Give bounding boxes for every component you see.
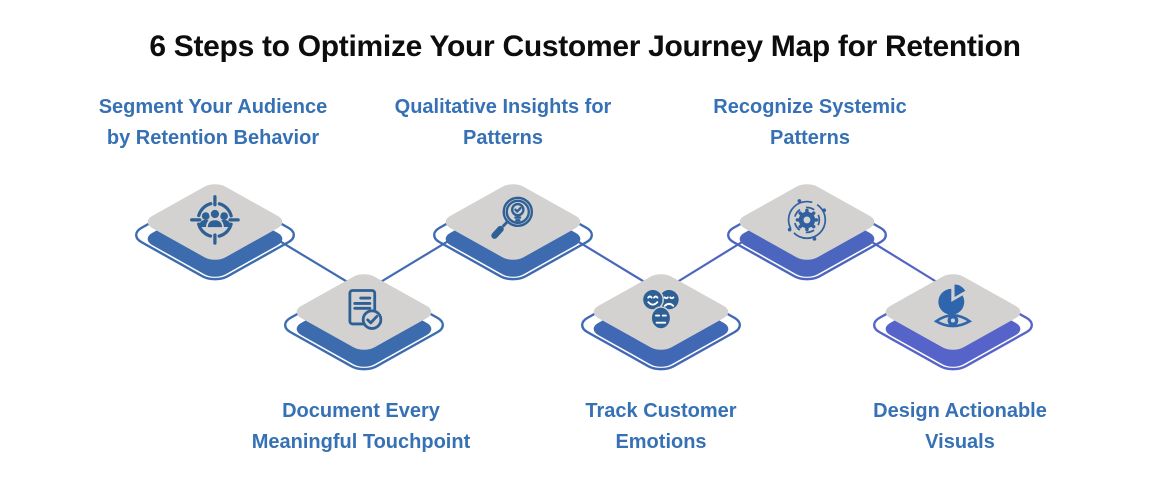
step-label-1-line-2: by Retention Behavior (106, 127, 320, 149)
step-label-3-line-1: Qualitative Insights for (394, 96, 612, 118)
step-node-1 (129, 184, 302, 283)
step-node-4 (575, 274, 748, 373)
gear-system-icon (787, 199, 827, 241)
step-label-6-line-2: Visuals (925, 431, 995, 453)
step-label-1-line-1: Segment Your Audience (98, 96, 328, 118)
step-label-3-line-2: Patterns (462, 127, 544, 149)
step-label-5-line-1: Recognize Systemic (713, 96, 907, 118)
step-node-3 (427, 184, 600, 283)
step-label-3: Qualitative Insights for Patterns (353, 92, 653, 154)
step-label-4: Track Customer Emotions (511, 396, 811, 458)
step-label-2-line-2: Meaningful Touchpoint (251, 431, 471, 453)
diagram-title: 6 Steps to Optimize Your Customer Journe… (149, 30, 1021, 63)
step-label-6-line-1: Design Actionable (873, 400, 1047, 422)
pie-chart-eye-icon (933, 284, 973, 328)
emotion-faces-icon (641, 288, 681, 330)
step-label-4-line-1: Track Customer (585, 400, 737, 422)
document-check-icon (348, 289, 383, 330)
step-label-6: Design Actionable Visuals (810, 396, 1110, 458)
audience-target-icon (190, 195, 240, 245)
step-node-6 (867, 274, 1040, 373)
step-label-2-line-1: Document Every (282, 400, 440, 422)
step-face-diamond (296, 274, 432, 350)
step-label-5-line-2: Patterns (769, 127, 851, 149)
step-node-2 (278, 274, 451, 373)
magnifier-bulb-icon (491, 196, 534, 239)
step-label-4-line-2: Emotions (615, 431, 707, 453)
step-node-5 (721, 184, 894, 283)
step-label-2: Document Every Meaningful Touchpoint (211, 396, 511, 458)
step-label-5: Recognize Systemic Patterns (660, 92, 960, 154)
step-label-1: Segment Your Audience by Retention Behav… (63, 92, 363, 154)
